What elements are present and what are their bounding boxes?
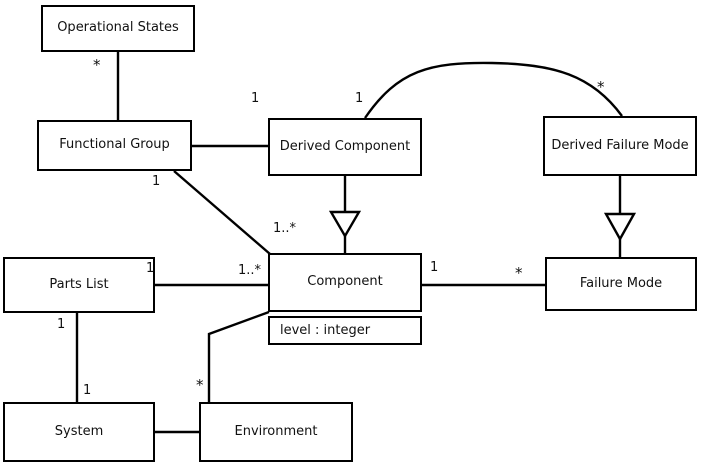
multiplicity-arc-derived-failure-mode: * — [597, 78, 605, 96]
multiplicity-parts-list-near: 1 — [146, 261, 155, 276]
multiplicity-parts-list-to-system-top: 1 — [57, 317, 66, 332]
multiplicity-op-states-to-fg: * — [93, 56, 101, 74]
multiplicity-component-to-failure: 1 — [430, 260, 439, 275]
multiplicity-fg-component-far: 1..* — [273, 221, 297, 236]
class-box-derived-failure-mode[interactable]: Derived Failure Mode — [543, 116, 697, 176]
attribute-level: level : integer — [280, 323, 371, 338]
edge-component-environment — [207, 310, 270, 402]
class-box-parts-list[interactable]: Parts List — [3, 257, 155, 313]
generalization-triangle-component — [328, 210, 362, 239]
multiplicity-parts-list-to-component: 1..* — [238, 263, 262, 278]
class-name-derived-component: Derived Component — [279, 138, 411, 154]
class-box-system[interactable]: System — [3, 402, 155, 462]
multiplicity-failure-mode-near: * — [515, 264, 523, 282]
multiplicity-fg-to-derived-component: 1 — [251, 91, 260, 106]
class-name-system: System — [54, 423, 104, 439]
class-box-derived-component[interactable]: Derived Component — [268, 118, 422, 176]
class-box-environment[interactable]: Environment — [199, 402, 353, 462]
multiplicity-environment-to-component: * — [196, 376, 204, 394]
class-name-parts-list: Parts List — [49, 276, 109, 292]
class-box-component[interactable]: Component — [268, 253, 422, 312]
class-box-operational-states[interactable]: Operational States — [41, 5, 195, 52]
edge-functional-group-component — [173, 170, 271, 255]
attribute-compartment-component[interactable]: level : integer — [268, 316, 422, 345]
class-name-component: Component — [307, 274, 383, 290]
generalization-triangle-failure-mode — [603, 212, 637, 242]
class-box-functional-group[interactable]: Functional Group — [37, 120, 192, 171]
edge-derived-component-derived-failure-mode-arc — [364, 61, 623, 119]
class-box-failure-mode[interactable]: Failure Mode — [545, 257, 697, 311]
multiplicity-arc-derived-component: 1 — [355, 91, 364, 106]
class-name-functional-group: Functional Group — [59, 137, 170, 153]
class-name-failure-mode: Failure Mode — [579, 275, 663, 291]
class-name-derived-failure-mode: Derived Failure Mode — [551, 137, 689, 153]
multiplicity-system-near: 1 — [83, 383, 92, 398]
class-name-environment: Environment — [234, 423, 318, 439]
class-name-operational-states: Operational States — [57, 20, 179, 36]
multiplicity-fg-to-component: 1 — [152, 174, 161, 189]
